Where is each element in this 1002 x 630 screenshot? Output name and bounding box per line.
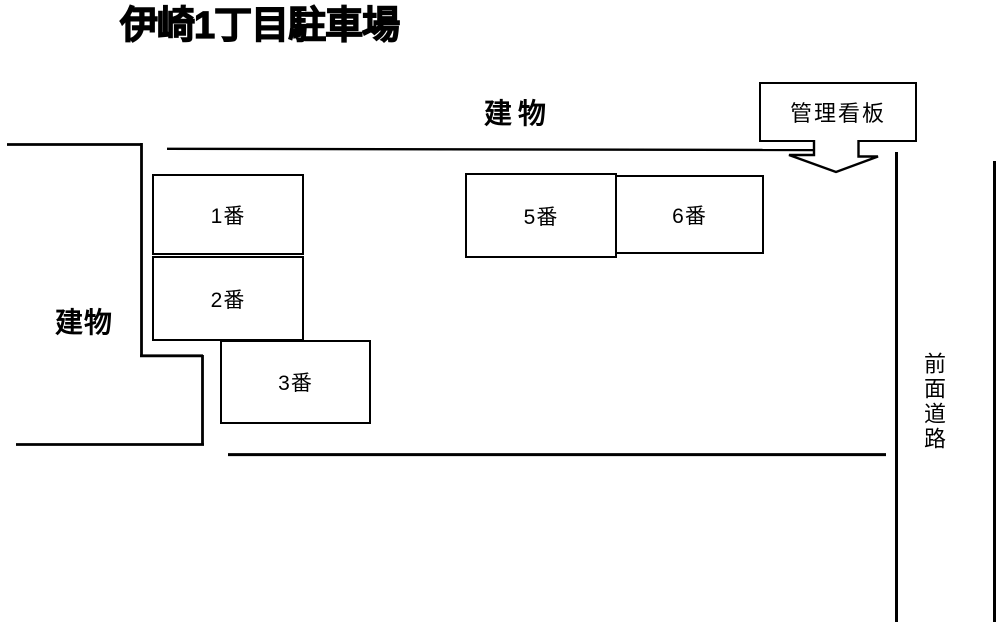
parking-space-3-label: 3番: [278, 372, 313, 395]
management-sign-label: 管理看板: [789, 101, 886, 126]
parking-space-3: 3番: [220, 340, 371, 424]
parking-space-5: 5番: [465, 173, 617, 258]
front-road-label: 前面道路: [921, 352, 946, 452]
parking-space-1: 1番: [152, 174, 304, 255]
parking-space-2: 2番: [152, 256, 304, 341]
building-label-top: 建物: [484, 98, 553, 129]
parking-space-5-label: 5番: [523, 205, 559, 229]
parking-space-6-label: 6番: [672, 204, 707, 228]
parking-space-2-label: 2番: [210, 288, 246, 312]
building-boundary-line: [166, 147, 815, 152]
arrow-down-icon: [788, 137, 879, 174]
page-title: 伊崎1丁目駐車場: [119, 4, 400, 47]
building-label-left: 建物: [55, 307, 114, 338]
management-sign-box: 管理看板: [759, 82, 917, 142]
parking-space-6: 6番: [615, 175, 764, 254]
parking-space-1-label: 1番: [210, 204, 246, 228]
